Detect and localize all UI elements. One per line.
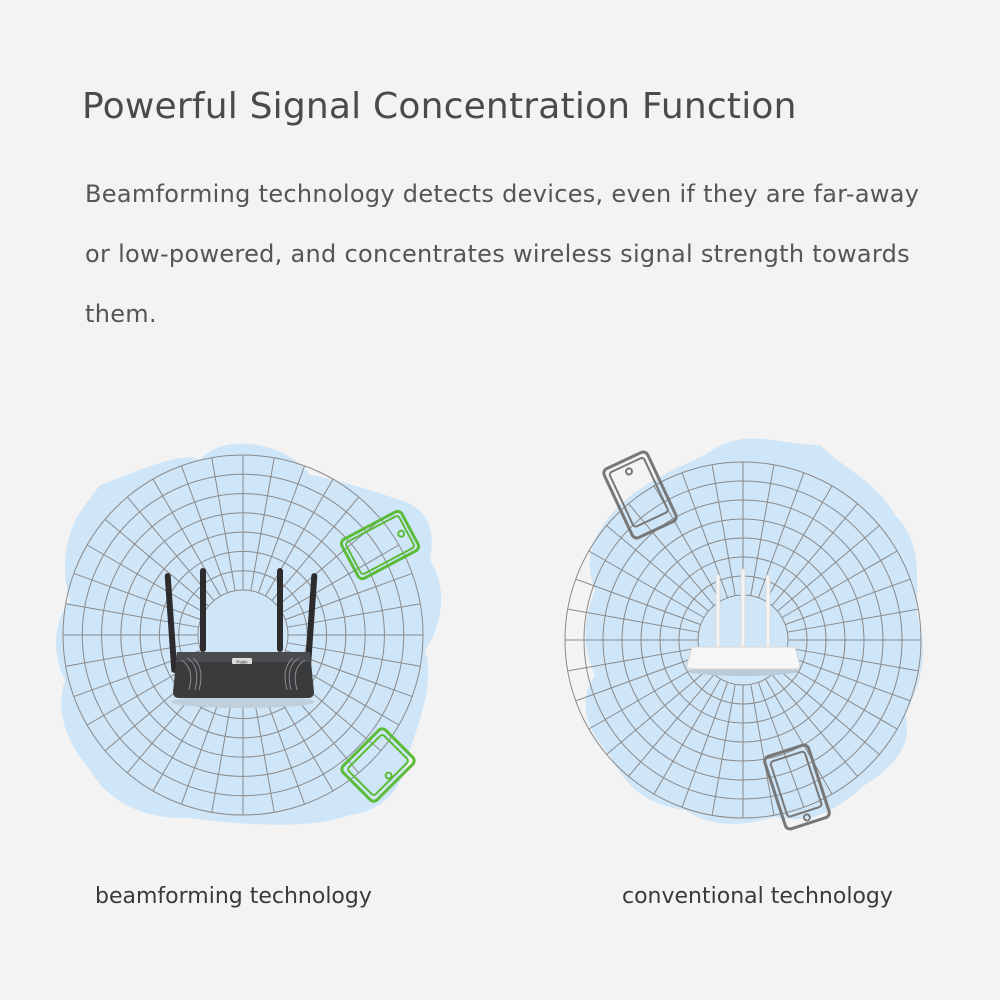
phone-icon-upper — [602, 450, 678, 540]
phone-icon-lower — [340, 727, 416, 803]
polar-grid — [564, 461, 922, 819]
beamforming-caption: beamforming technology — [95, 884, 372, 909]
phone-icon-upper — [339, 509, 421, 581]
coverage-area — [585, 438, 924, 825]
phone-icon-lower — [763, 743, 831, 831]
coverage-area — [55, 443, 442, 825]
conventional-illustration — [564, 438, 924, 831]
page-description: Beamforming technology detects devices, … — [85, 180, 920, 328]
conventional-diagram — [545, 425, 945, 855]
conventional-caption: conventional technology — [622, 884, 893, 909]
router-image: Ruijie — [164, 568, 318, 708]
router-logo: Ruijie — [236, 660, 248, 665]
beamforming-diagram: Ruijie — [40, 420, 460, 850]
page-title: Powerful Signal Concentration Function — [82, 86, 797, 127]
beamforming-illustration: Ruijie — [55, 443, 442, 825]
router-image — [686, 568, 801, 676]
